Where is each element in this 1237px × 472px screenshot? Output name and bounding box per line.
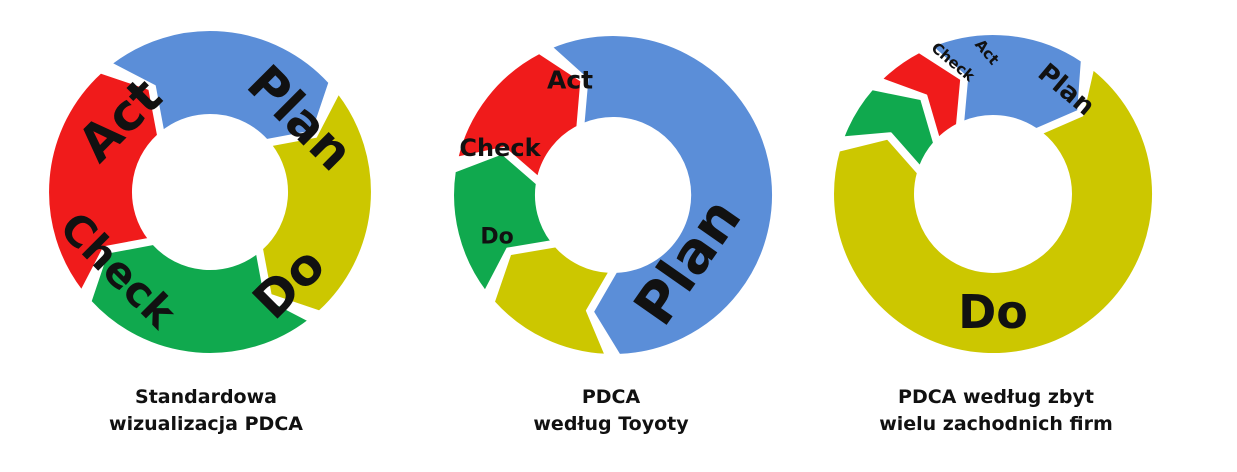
caption-toyota: PDCA według Toyoty (405, 384, 817, 438)
segment-do (832, 68, 1154, 355)
label-check: Check (459, 134, 541, 162)
caption-line-2: wielu zachodnich firm (879, 413, 1113, 435)
ring-segments (452, 34, 774, 356)
segment-check (89, 243, 310, 355)
label-act: Act (547, 66, 593, 95)
ring-segments (47, 29, 373, 355)
pdca-ring-toyota: Plan Do Check Act (452, 34, 774, 356)
segment-check (842, 88, 935, 168)
label-do: Do (480, 225, 513, 250)
segment-plan (110, 29, 331, 141)
caption-standard: Standardowa wizualizacja PDCA (0, 384, 412, 438)
segment-do (261, 92, 373, 313)
segment-plan (930, 33, 1083, 131)
segment-act (456, 52, 583, 178)
segment-do (492, 245, 611, 356)
diagram-standard: Plan Do Check Act Standardowa wizualizac… (0, 0, 412, 472)
label-do: Do (958, 285, 1028, 339)
caption-line-1: Standardowa (135, 386, 277, 408)
segment-plan (550, 34, 774, 356)
segment-act (47, 71, 159, 292)
caption-line-1: PDCA według zbyt (898, 386, 1094, 408)
caption-line-1: PDCA (581, 386, 641, 408)
segment-act (880, 51, 963, 139)
segment-check (452, 152, 553, 293)
diagram-western: Plan Do Check Act PDCA według zbyt wielu… (790, 0, 1202, 472)
caption-line-2: według Toyoty (533, 413, 689, 435)
pdca-ring-western: Plan Do Check Act (832, 33, 1154, 355)
diagram-toyota: Plan Do Check Act PDCA według Toyoty (405, 0, 817, 472)
pdca-ring-standard: Plan Do Check Act (47, 29, 373, 355)
caption-line-2: wizualizacja PDCA (109, 413, 303, 435)
caption-western: PDCA według zbyt wielu zachodnich firm (790, 384, 1202, 438)
ring-segments (832, 33, 1154, 355)
